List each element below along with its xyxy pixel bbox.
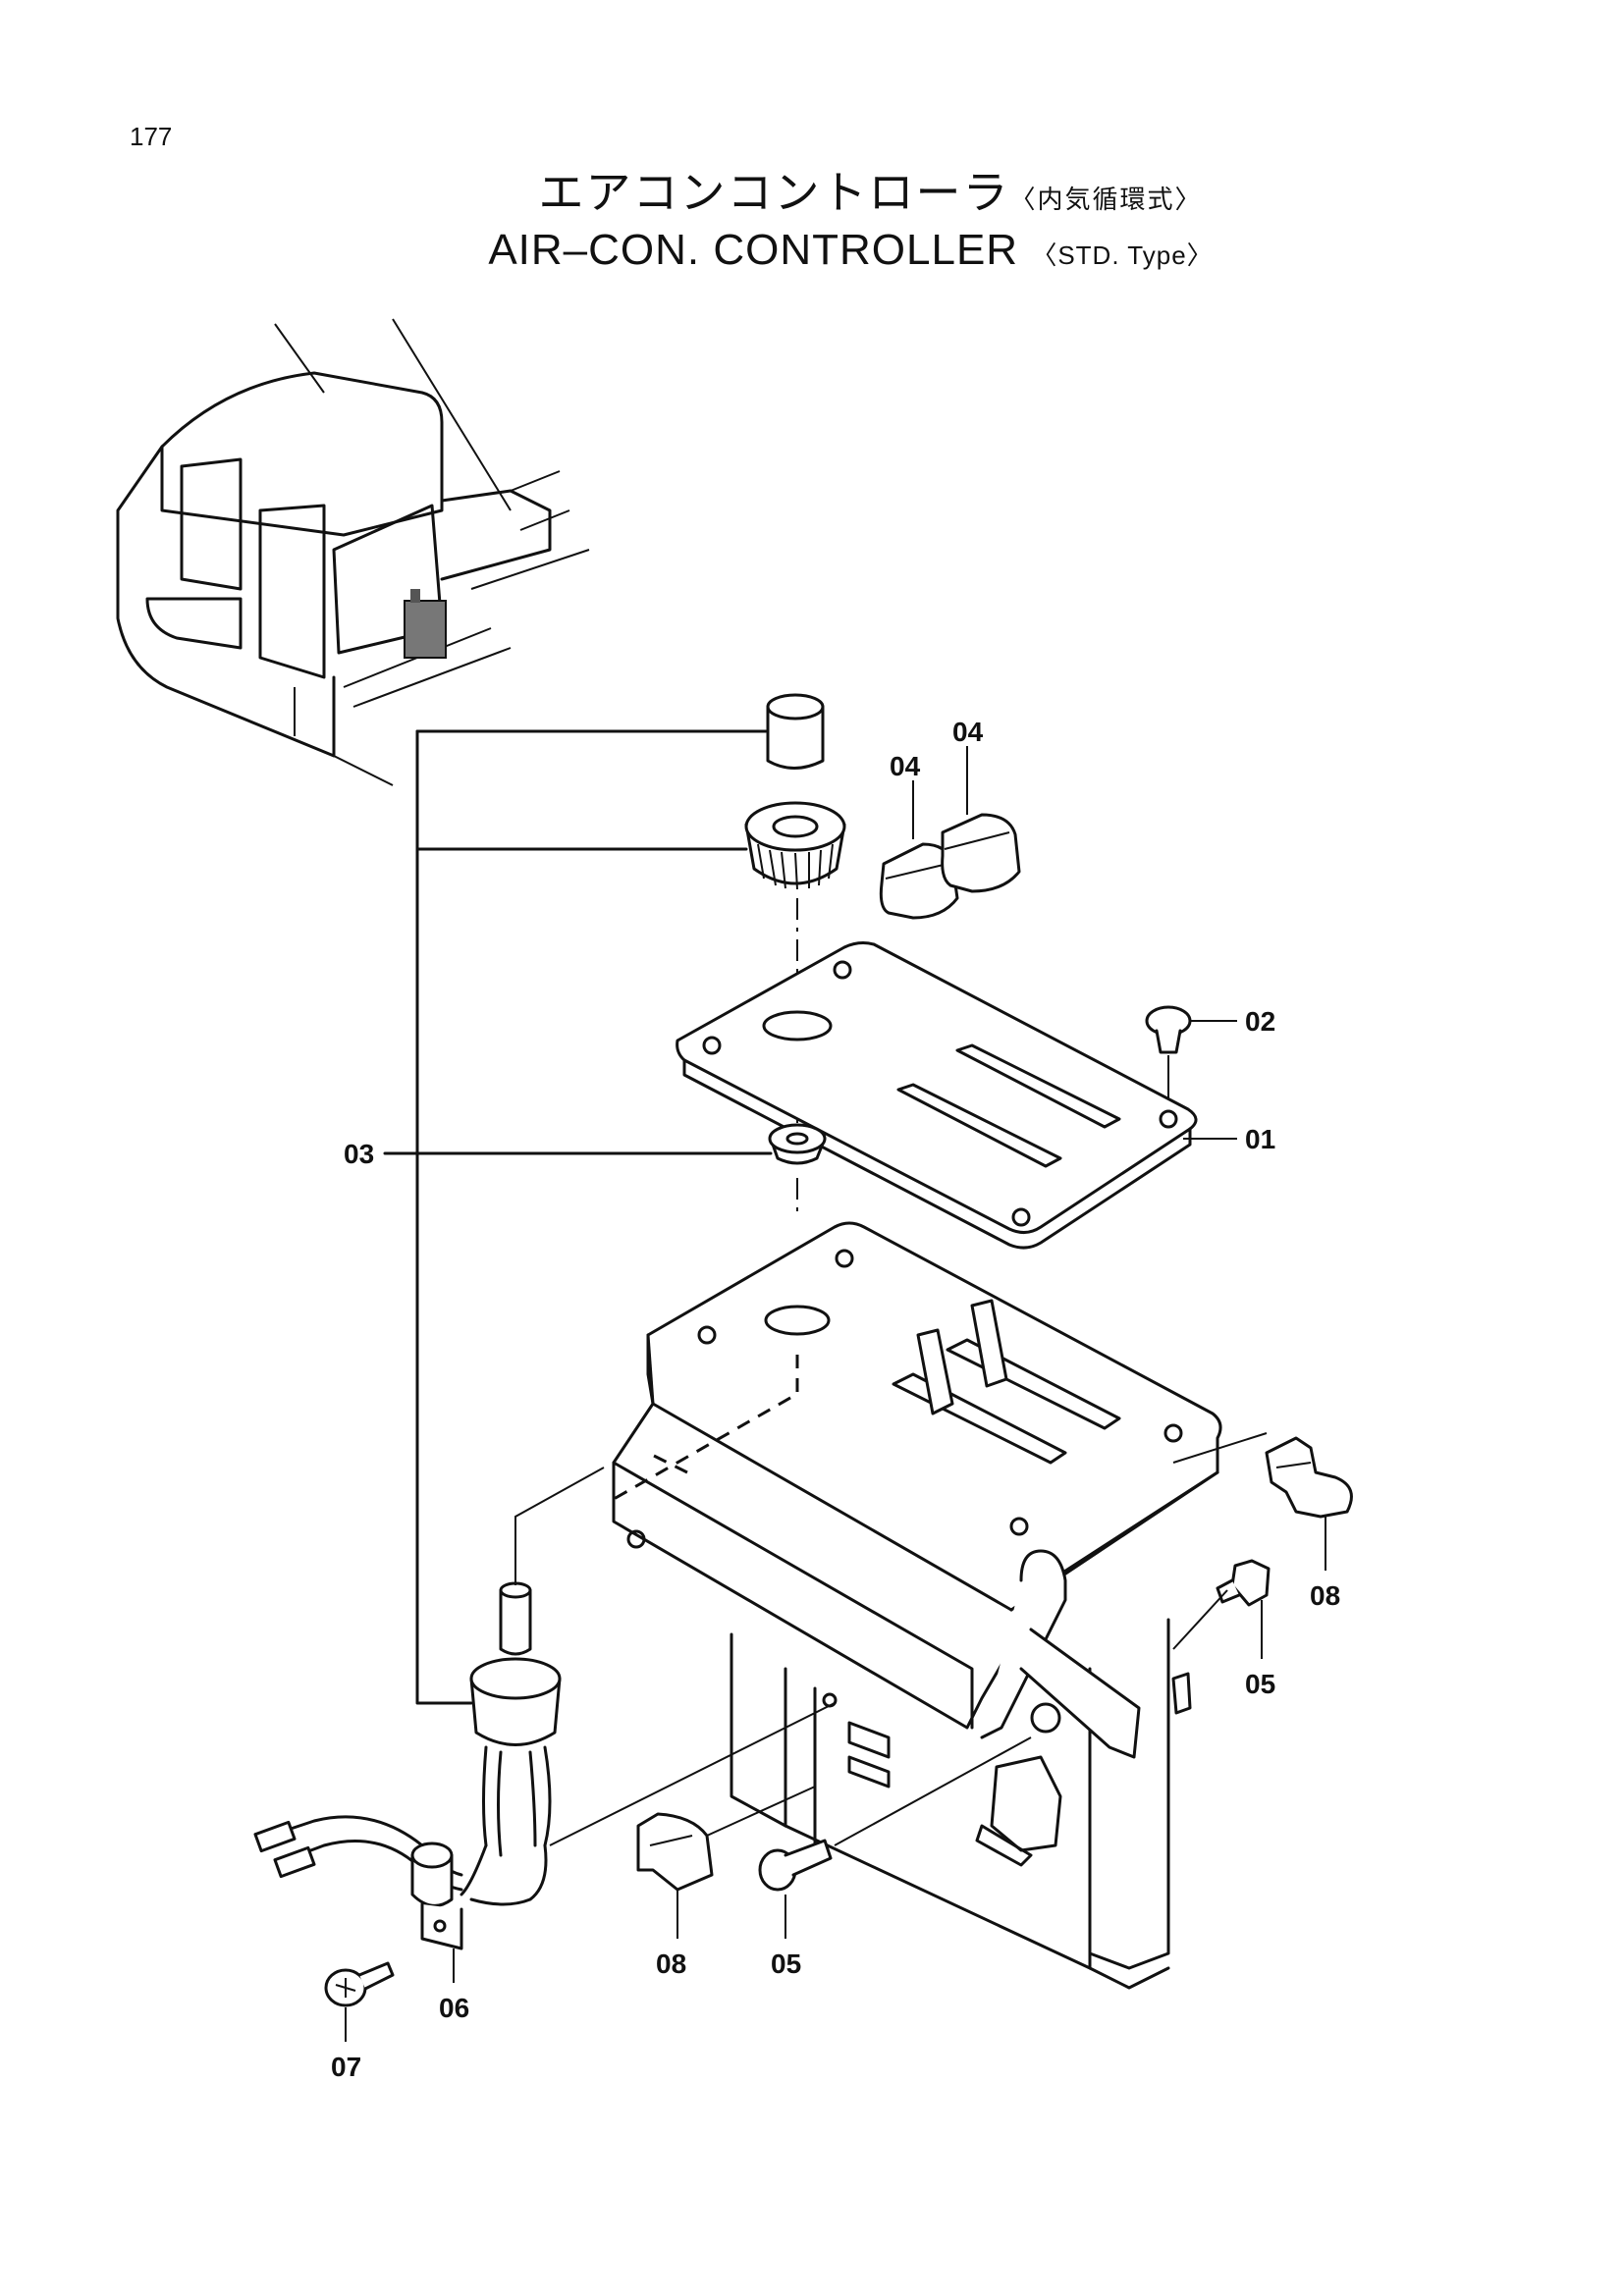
page-title: エアコンコントローラ〈内気循環式〉 AIR–CON. CONTROLLER 〈S…	[0, 157, 1623, 275]
callout-03: 03	[344, 1139, 374, 1169]
slider-knob-right	[941, 813, 1021, 893]
control-knob	[744, 801, 846, 890]
temperature-sensor	[469, 1581, 562, 1857]
callout-05-upper: 05	[1245, 1669, 1275, 1699]
title-en-main: AIR–CON. CONTROLLER	[488, 226, 1019, 274]
top-plate	[676, 941, 1198, 1250]
harness-clamp	[410, 1842, 463, 1950]
cab-overview-illustration	[116, 318, 590, 786]
callout-08-lower: 08	[656, 1949, 686, 1979]
controller-housing	[612, 1221, 1222, 1990]
clip-08-lower	[636, 1812, 714, 1892]
title-jp-sub: 〈内気循環式〉	[1009, 185, 1203, 214]
screw-07	[324, 1961, 395, 2007]
page-number: 177	[130, 122, 173, 151]
bolt-05-upper	[1216, 1559, 1271, 1607]
callout-06: 06	[439, 1993, 469, 2023]
hidden-line	[608, 1355, 799, 1504]
callout-04-right: 04	[952, 717, 984, 747]
wire-harness	[253, 1815, 548, 1906]
bolt-05-lower	[758, 1839, 833, 1892]
hex-nut	[768, 1123, 827, 1165]
leader-lines	[345, 729, 1326, 2042]
callout-07: 07	[331, 2052, 361, 2082]
callout-01: 01	[1245, 1124, 1275, 1154]
title-japanese: エアコンコントローラ〈内気循環式〉	[118, 157, 1623, 222]
clip-08-upper	[1265, 1436, 1353, 1519]
callout-labels: 02 01 03 04 04 08 05 08 05 06 07	[331, 717, 1340, 2082]
title-jp-main: エアコンコントローラ	[538, 167, 1010, 218]
title-en-sub: 〈STD. Type〉	[1031, 240, 1214, 270]
retaining-pin	[1145, 1005, 1192, 1099]
knob-cap	[766, 693, 825, 770]
hidden-line-2	[647, 1451, 688, 1474]
title-english: AIR–CON. CONTROLLER 〈STD. Type〉	[79, 226, 1623, 275]
callout-04-left: 04	[890, 751, 921, 781]
callout-02: 02	[1245, 1006, 1275, 1037]
callout-05-lower: 05	[771, 1949, 801, 1979]
callout-08-upper: 08	[1310, 1580, 1340, 1611]
